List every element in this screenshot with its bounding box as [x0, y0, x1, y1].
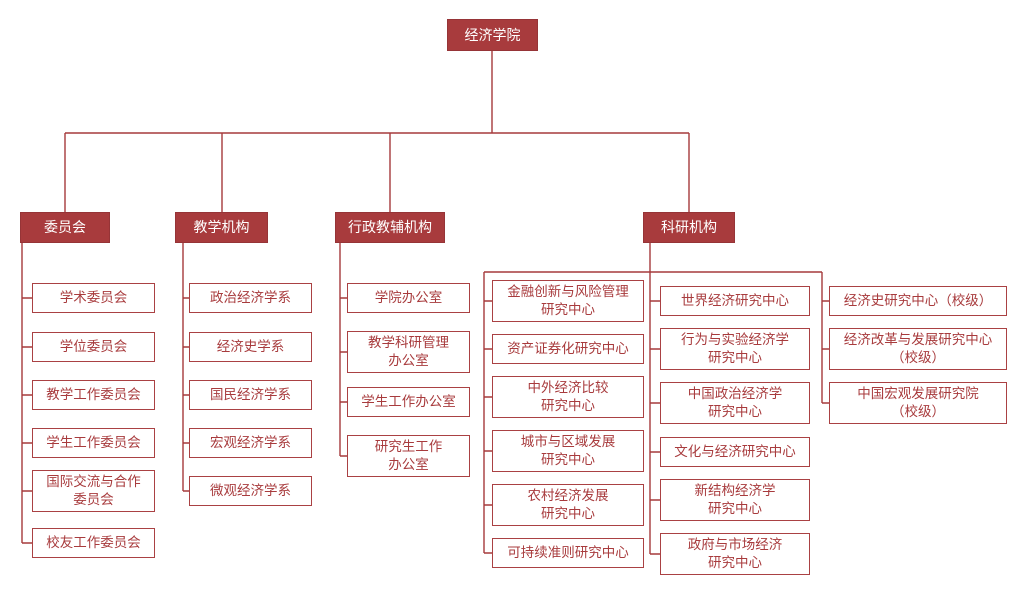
- org-node-political-economy-dept: 政治经济学系: [189, 283, 312, 313]
- org-node-intl-exchange-committee: 国际交流与合作 委员会: [32, 470, 155, 512]
- org-node-reform-development-center: 经济改革与发展研究中心 （校级）: [829, 328, 1007, 370]
- org-node-alumni-committee: 校友工作委员会: [32, 528, 155, 558]
- org-node-macroeconomics-dept: 宏观经济学系: [189, 428, 312, 458]
- org-node-committees: 委员会: [20, 212, 110, 243]
- org-node-teaching-depts: 教学机构: [175, 212, 268, 243]
- org-node-china-macro-academy: 中国宏观发展研究院 （校级）: [829, 382, 1007, 424]
- org-node-national-economy-dept: 国民经济学系: [189, 380, 312, 410]
- org-node-asset-securitization-center: 资产证券化研究中心: [492, 334, 644, 364]
- org-node-root: 经济学院: [447, 19, 538, 51]
- org-node-admin-offices: 行政教辅机构: [335, 212, 445, 243]
- connector-teaching: [182, 243, 189, 492]
- org-node-student-work-committee: 学生工作委员会: [32, 428, 155, 458]
- connector-committees: [21, 243, 32, 544]
- org-node-college-office: 学院办公室: [347, 283, 470, 313]
- org-node-teaching-research-office: 教学科研管理 办公室: [347, 331, 470, 373]
- org-node-graduate-office: 研究生工作 办公室: [347, 435, 470, 477]
- org-node-world-economy-center: 世界经济研究中心: [660, 286, 810, 316]
- org-node-culture-economy-center: 文化与经济研究中心: [660, 437, 810, 467]
- org-node-academic-committee: 学术委员会: [32, 283, 155, 313]
- org-node-behavioral-experimental-center: 行为与实验经济学 研究中心: [660, 328, 810, 370]
- org-node-economic-history-center: 经济史研究中心（校级）: [829, 286, 1007, 316]
- org-node-economic-history-dept: 经济史学系: [189, 332, 312, 362]
- org-node-degree-committee: 学位委员会: [32, 332, 155, 362]
- connector-level1: [64, 51, 690, 212]
- org-node-research-orgs: 科研机构: [643, 212, 735, 243]
- org-node-microeconomics-dept: 微观经济学系: [189, 476, 312, 506]
- org-node-china-political-economy-center: 中国政治经济学 研究中心: [660, 382, 810, 424]
- org-node-financial-innovation-risk-center: 金融创新与风险管理 研究中心: [492, 280, 644, 322]
- org-node-student-affairs-office: 学生工作办公室: [347, 387, 470, 417]
- org-node-rural-economy-center: 农村经济发展 研究中心: [492, 484, 644, 526]
- org-node-government-market-center: 政府与市场经济 研究中心: [660, 533, 810, 575]
- org-node-teaching-work-committee: 教学工作委员会: [32, 380, 155, 410]
- org-node-sino-foreign-comparison-center: 中外经济比较 研究中心: [492, 376, 644, 418]
- org-node-new-structural-economics-center: 新结构经济学 研究中心: [660, 479, 810, 521]
- org-node-sustainability-standards-center: 可持续准则研究中心: [492, 538, 644, 568]
- connector-admin: [339, 243, 347, 457]
- org-node-urban-regional-center: 城市与区域发展 研究中心: [492, 430, 644, 472]
- connector-research: [483, 243, 829, 555]
